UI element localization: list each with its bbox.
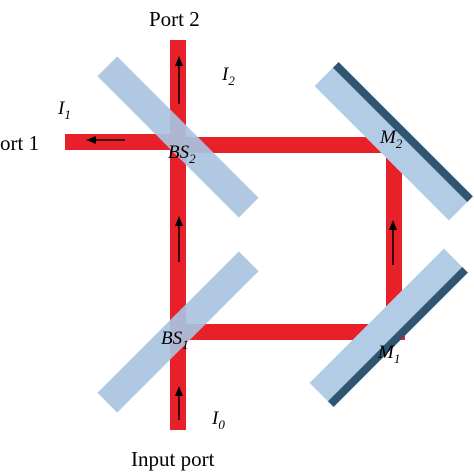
beam-splitter-bs2-plate bbox=[97, 56, 259, 218]
mirror-m2 bbox=[314, 62, 473, 221]
beam-bs1-to-bs2 bbox=[170, 140, 186, 330]
mirror-m1-label: M1 bbox=[377, 342, 400, 366]
beam-splitter-bs1 bbox=[97, 251, 259, 413]
arrow-up-m1-to-m2 bbox=[389, 220, 397, 265]
intensity-i2-label: I2 bbox=[221, 64, 235, 88]
mirror-m1-face bbox=[309, 248, 464, 403]
intensity-i0-label: I0 bbox=[211, 408, 225, 432]
arrow-up-input bbox=[175, 386, 183, 420]
arrow-left-port-1 bbox=[86, 136, 125, 144]
port-2-label: Port 2 bbox=[149, 7, 200, 31]
mirror-m1 bbox=[309, 248, 468, 407]
beam-splitter-bs1-label: BS1 bbox=[161, 328, 189, 352]
beam-m2-to-bs2 bbox=[170, 137, 402, 153]
intensity-i1-label: I1 bbox=[57, 98, 71, 122]
beam-splitter-bs2-label: BS2 bbox=[168, 142, 196, 166]
mirror-m1-backing bbox=[327, 266, 468, 407]
mirror-m2-backing bbox=[332, 62, 473, 203]
input-port-label: Input port bbox=[131, 447, 215, 471]
beam-bs1-to-m1 bbox=[170, 324, 405, 340]
arrow-up-bs1-to-bs2 bbox=[175, 216, 183, 262]
arrow-up-port-2 bbox=[175, 56, 183, 104]
port-1-label: ort 1 bbox=[0, 131, 39, 155]
direction-arrows bbox=[86, 56, 397, 420]
beam-splitter-bs2 bbox=[97, 56, 259, 218]
beam-splitter-bs1-plate bbox=[97, 251, 259, 413]
beam-m1-to-m2 bbox=[386, 137, 402, 337]
mirror-m2-face bbox=[314, 66, 469, 221]
mirror-m2-label: M2 bbox=[379, 127, 403, 151]
